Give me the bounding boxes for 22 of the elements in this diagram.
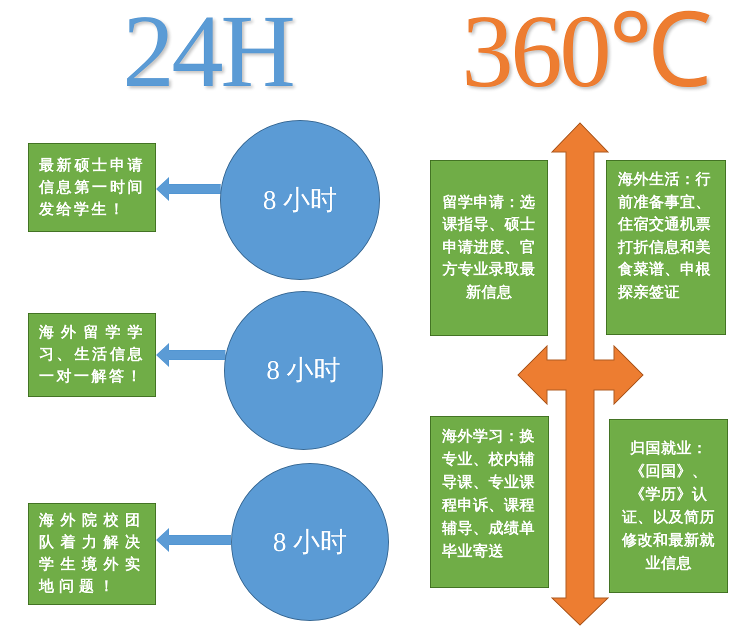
box-text: 留学申请：选课指导、硕士申请进度、官方专业录取最新信息 — [441, 192, 536, 303]
block-arrow — [156, 177, 221, 201]
heading: 360℃ — [460, 0, 710, 104]
info-box — [430, 160, 548, 336]
box-text: 最新硕士申请信息第一时间发给学生！ — [39, 156, 145, 220]
block-arrow — [156, 343, 226, 367]
block-arrow — [156, 528, 232, 552]
heading: 24H — [121, 0, 294, 104]
info-box — [28, 503, 156, 605]
box-text: 归国就业：《回国》、《学历》认证、以及简历修改和最新就业信息 — [620, 439, 716, 574]
circle-text: 8 小时 — [266, 357, 341, 384]
info-box — [430, 416, 549, 588]
circle-text: 8 小时 — [272, 528, 348, 556]
box-text: 海外院校团队着力解决学生境外实地问题！ — [39, 511, 145, 597]
info-box — [606, 160, 726, 335]
info-box — [609, 419, 728, 593]
info-box — [28, 313, 156, 397]
box-text: 海外留学学习、生活信息一对一解答！ — [39, 323, 145, 387]
circle-text: 8 小时 — [262, 186, 338, 214]
box-text: 海外学习：换专业、校内辅导课、专业课程申诉、课程辅导、成绩单毕业寄送 — [442, 427, 536, 562]
info-box — [28, 143, 156, 232]
box-text: 海外生活：行前准备事宜、住宿交通机票打折信息和美食菜谱、申根探亲签证 — [618, 170, 712, 302]
